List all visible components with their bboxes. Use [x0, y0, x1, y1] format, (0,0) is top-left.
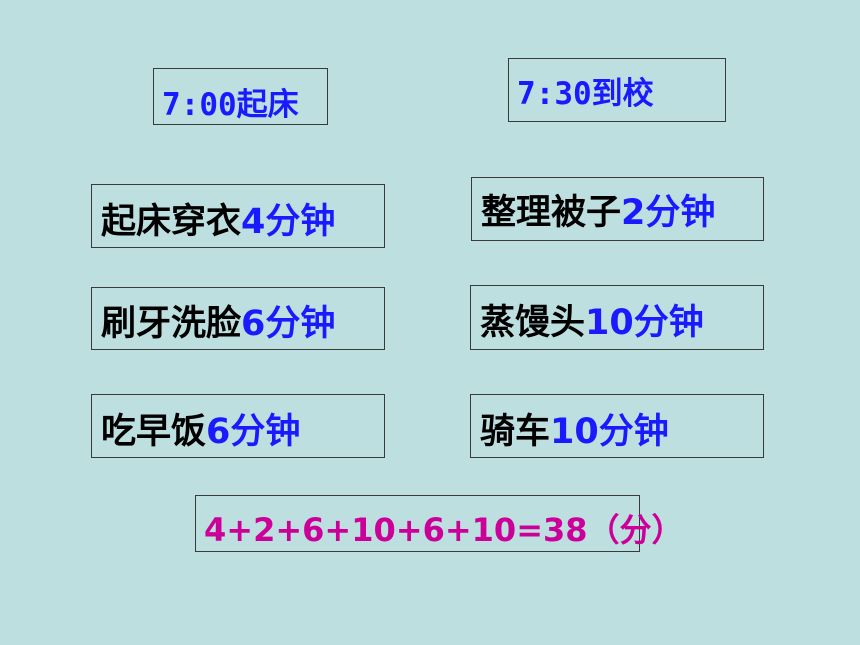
task-duration: 4分钟: [241, 201, 336, 242]
arrive-school-time-text: 7:30到校: [517, 75, 654, 112]
task-duration: 10分钟: [550, 411, 669, 452]
task-name: 起床穿衣: [101, 201, 242, 242]
total-sum-box: 4+2+6+10+6+10=38（分）: [195, 495, 684, 552]
task-duration: 10分钟: [585, 303, 704, 343]
wake-up-time-text: 7:00起床: [162, 87, 299, 123]
task-name: 蒸馒头: [480, 303, 586, 343]
task-name: 骑车: [480, 411, 551, 452]
task-name: 整理被子: [481, 192, 622, 233]
task-duration: 6分钟: [241, 304, 336, 344]
arrive-school-time-box: 7:30到校: [508, 58, 726, 122]
wake-up-time-box: 7:00起床: [153, 68, 328, 125]
total-sum-text: 4+2+6+10+6+10=38（分）: [204, 510, 684, 549]
task-name: 吃早饭: [101, 411, 207, 452]
task-duration: 2分钟: [621, 192, 716, 233]
task-duration: 6分钟: [206, 411, 301, 452]
task-name: 刷牙洗脸: [101, 304, 242, 344]
